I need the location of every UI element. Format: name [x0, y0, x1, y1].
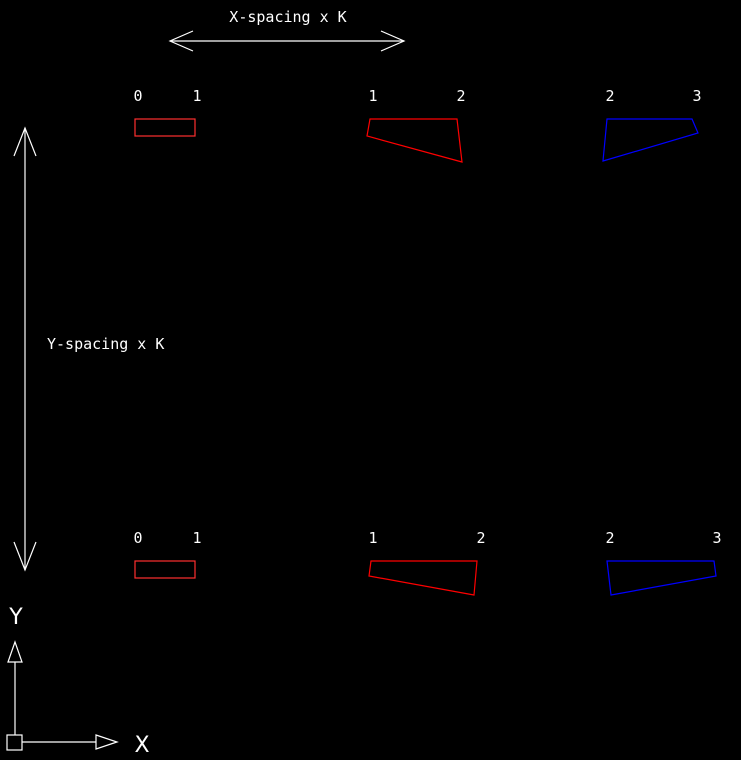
- row-1-cell-2-left-label: 1: [368, 87, 377, 105]
- row-1: 0 1 1 2 2 3: [133, 87, 702, 163]
- row-2-cell-3-right-label: 3: [712, 529, 721, 547]
- row-1-cell-1-shape: [134, 118, 196, 137]
- row-1-cell-2-right-label: 2: [456, 87, 465, 105]
- ucs-x-label: X: [134, 733, 149, 758]
- row-2-cell-1-left-label: 0: [133, 529, 142, 547]
- x-spacing-arrowhead-right: [380, 30, 406, 52]
- row-2-cell-2-left-label: 1: [368, 529, 377, 547]
- row-2-cell-2-shape: [368, 560, 478, 596]
- x-spacing-arrowhead-left: [168, 30, 194, 52]
- row-1-cell-3-left-label: 2: [605, 87, 614, 105]
- row-1-cell-2-shape: [366, 118, 463, 163]
- y-spacing-label: Y-spacing x K: [47, 335, 164, 353]
- ucs-origin-box: [6, 734, 23, 751]
- row-1-cell-1-right-label: 1: [192, 87, 201, 105]
- ucs-axis-icon: [6, 640, 119, 751]
- y-spacing-arrowhead-top: [13, 126, 37, 157]
- row-2-cell-1-right-label: 1: [192, 529, 201, 547]
- x-spacing-dimension: [168, 30, 406, 52]
- y-spacing-dimension: [13, 126, 37, 572]
- row-2-cell-3-left-label: 2: [605, 529, 614, 547]
- y-spacing-arrowhead-bottom: [13, 541, 37, 572]
- ucs-x-arrowhead: [95, 734, 119, 750]
- row-1-cell-3-shape: [602, 118, 699, 162]
- ucs-y-label: Y: [8, 605, 23, 630]
- row-2: 0 1 1 2 2 3: [133, 529, 722, 596]
- row-2-cell-2-right-label: 2: [476, 529, 485, 547]
- x-spacing-label: X-spacing x K: [229, 8, 346, 26]
- row-2-cell-3-shape: [606, 560, 717, 596]
- row-1-cell-1-left-label: 0: [133, 87, 142, 105]
- row-2-cell-1-shape: [134, 560, 196, 579]
- row-1-cell-3-right-label: 3: [692, 87, 701, 105]
- ucs-y-arrowhead: [7, 640, 23, 663]
